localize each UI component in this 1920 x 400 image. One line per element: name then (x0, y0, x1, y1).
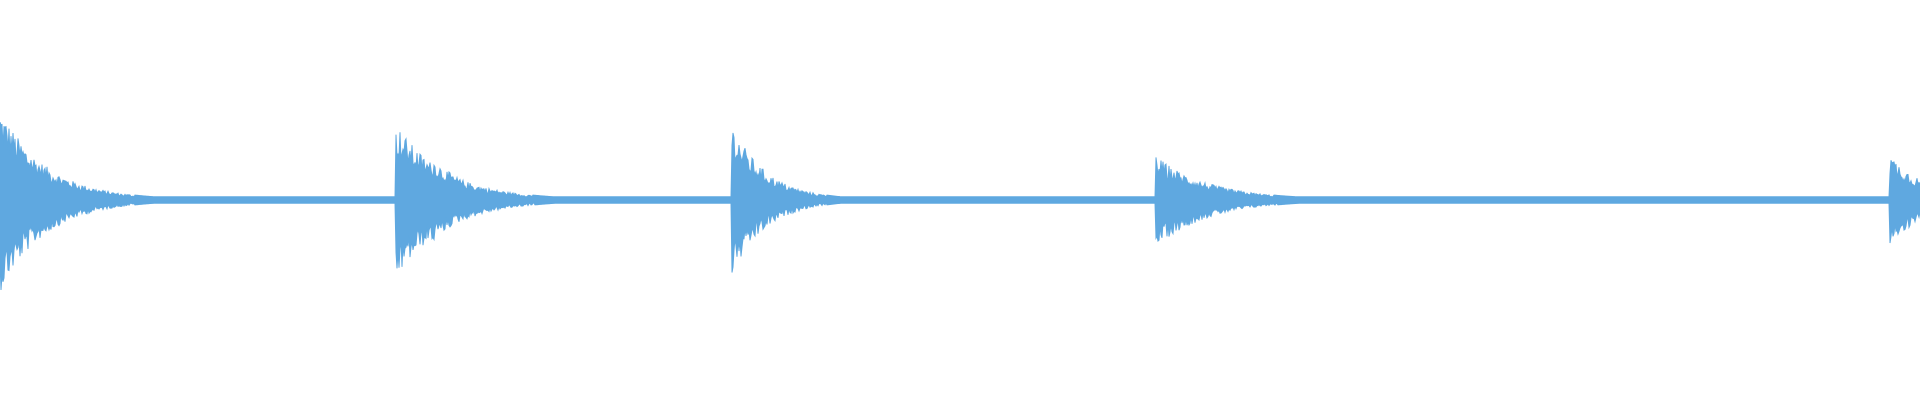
waveform-path (0, 121, 1920, 291)
